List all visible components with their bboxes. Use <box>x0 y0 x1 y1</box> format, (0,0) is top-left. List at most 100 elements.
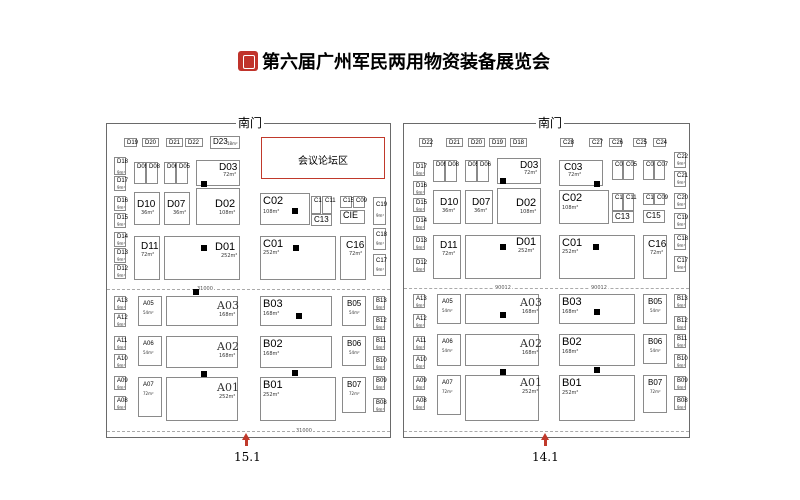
booth-C27[interactable]: C27 <box>589 138 603 147</box>
booth-D21[interactable]: D21 <box>166 138 183 147</box>
booth-C25[interactable]: C25 <box>633 138 647 147</box>
booth-C24[interactable]: C24 <box>653 138 667 147</box>
booth-C12[interactable]: C12 <box>612 193 626 211</box>
booth-C07[interactable]: C07 <box>654 160 668 180</box>
booth-C09[interactable]: C09 <box>353 196 367 208</box>
booth-C06[interactable]: C06 <box>612 160 626 180</box>
booth-C15[interactable]: C15 <box>340 196 354 208</box>
booth-D09[interactable]: D09 <box>134 162 148 184</box>
booth-D19[interactable]: D19 <box>124 138 138 147</box>
booth-D05[interactable]: D05 <box>176 162 190 184</box>
booth-D22[interactable]: D22 <box>185 138 203 147</box>
booth-C11[interactable]: C11 <box>623 193 637 211</box>
booth-C10[interactable]: C10 <box>643 193 657 205</box>
booth-C15[interactable]: C15 <box>643 210 665 223</box>
booth-D05[interactable]: D05 <box>465 160 479 182</box>
booth-C26[interactable]: C26 <box>609 138 623 147</box>
booth-D08[interactable]: D08 <box>445 160 459 182</box>
booth-D20[interactable]: D20 <box>468 138 485 147</box>
booth-D09[interactable]: D09 <box>433 160 447 182</box>
booth-D20[interactable]: D20 <box>142 138 159 147</box>
booth-D08[interactable]: D08 <box>146 162 160 184</box>
booth-CIE[interactable]: CIE <box>340 210 365 224</box>
booth-C09[interactable]: C09 <box>654 193 668 205</box>
booth-C12[interactable]: C12 <box>311 196 325 214</box>
booth-C08[interactable]: C08 <box>643 160 657 180</box>
booth-C05[interactable]: C05 <box>623 160 637 180</box>
booth-D22[interactable]: D22 <box>419 138 433 147</box>
booth-C11[interactable]: C11 <box>322 196 336 214</box>
booth-D21[interactable]: D21 <box>446 138 463 147</box>
